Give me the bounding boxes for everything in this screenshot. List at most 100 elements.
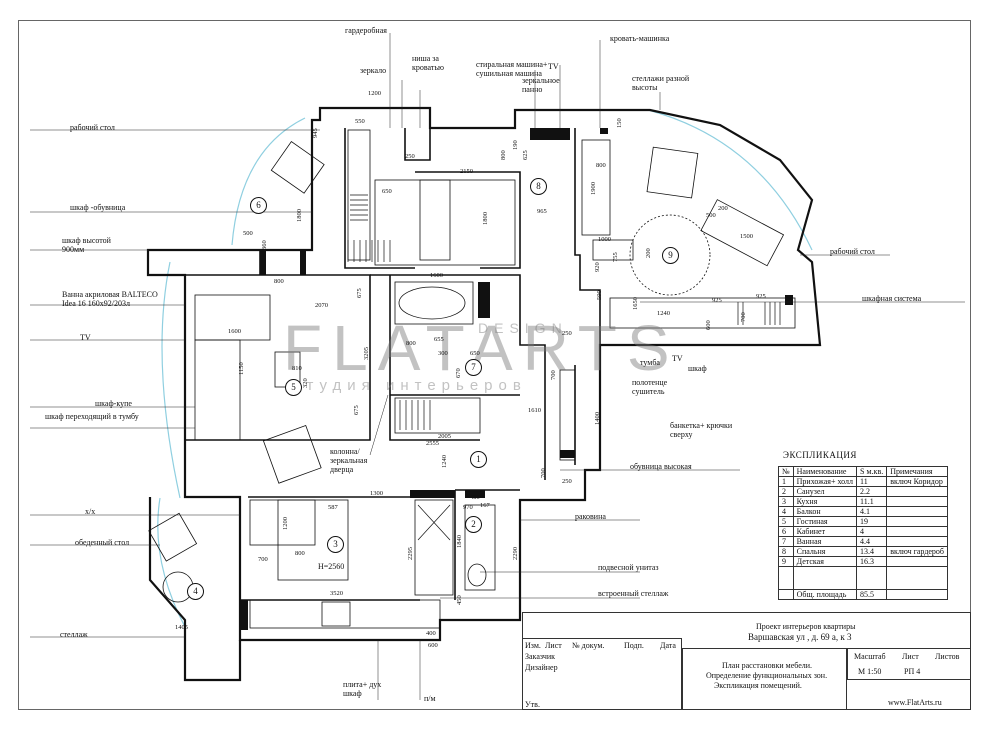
label-built-in-shelf: встроенный стеллаж: [598, 589, 669, 598]
site-url: www.FlatArts.ru: [888, 698, 942, 707]
label-dining-table: обеденный стол: [75, 538, 130, 547]
dim-650b: 650: [470, 350, 480, 357]
dim-1800a: 1800: [482, 212, 489, 225]
label-mirror-panel: зеркальное панно: [522, 76, 560, 94]
label-dishwasher: п/м: [424, 694, 436, 703]
col-date: Дата: [660, 641, 676, 650]
label-sliding-wardrobe: шкаф-купе: [95, 399, 132, 408]
dim-625: 625: [522, 150, 529, 160]
dim-810: 810: [292, 365, 302, 372]
sheets-label: Листов: [935, 652, 960, 661]
dim-2005: 2005: [438, 433, 451, 440]
dim-1800b: 1800: [296, 209, 303, 222]
cell: 11.1: [856, 496, 888, 507]
label-wardrobe-system: шкафная система: [862, 294, 922, 303]
col-doc: № докум.: [572, 641, 605, 650]
dim-800b: 800: [274, 278, 284, 285]
dim-970: 970: [463, 504, 473, 511]
dim-550: 550: [355, 118, 365, 125]
dim-3520: 3520: [330, 590, 343, 597]
dim-1200: 1200: [368, 90, 381, 97]
dim-1240b: 1240: [657, 310, 670, 317]
label-bench-hooks: банкетка+ крючки сверху: [670, 421, 733, 439]
room-number-8: 8: [530, 178, 547, 195]
dim-800c: 800: [406, 340, 416, 347]
total-value: 85.5: [856, 589, 888, 600]
label-cabinet-900: шкаф высотой 900мм: [62, 236, 111, 254]
dim-190: 190: [512, 140, 519, 150]
cell: 3: [778, 496, 794, 507]
dim-945: 945: [312, 128, 319, 138]
cell: включ Коридор: [886, 476, 949, 487]
label-work-desk-right: рабочий стол: [830, 247, 875, 256]
col-list: Лист: [545, 641, 562, 650]
dim-755: 755: [612, 252, 619, 262]
label-stove-oven: плита+ дух шкаф: [343, 680, 382, 698]
dim-925b: 925: [756, 293, 766, 300]
cell: Кухня: [792, 496, 858, 507]
room-number-1: 1: [470, 451, 487, 468]
dim-965: 965: [537, 208, 547, 215]
dim-1600b: 1600: [228, 328, 241, 335]
label-niche-behind-bed: ниша за кроватью: [412, 54, 445, 72]
dim-925a: 925: [712, 297, 722, 304]
cell: 4: [778, 506, 794, 517]
dim-1150: 1150: [238, 362, 245, 375]
room-number-3: 3: [327, 536, 344, 553]
dim-800d: 800: [295, 550, 305, 557]
dim-600: 600: [428, 642, 438, 649]
inner-walls: [185, 128, 601, 601]
cell: 4.1: [856, 506, 888, 517]
dim-1300: 1300: [370, 490, 383, 497]
dim-250b: 250: [562, 330, 572, 337]
dim-1400: 1400: [594, 412, 601, 425]
dim-655: 655: [434, 336, 444, 343]
label-car-bed: кровать-машинка: [610, 34, 670, 43]
label-sink: раковина: [575, 512, 606, 521]
dim-500a: 500: [243, 230, 253, 237]
dim-1600a: 1600: [430, 272, 443, 279]
label-tv-right: TV: [672, 354, 683, 363]
furniture: [148, 129, 796, 629]
outer-walls: [146, 106, 822, 682]
hatching: [347, 194, 781, 541]
cell: [886, 496, 949, 507]
dim-587: 587: [328, 504, 338, 511]
dim-500b: 500: [706, 212, 716, 219]
dim-450: 450: [456, 595, 463, 605]
cell: [886, 506, 949, 517]
dim-920: 920: [594, 262, 601, 272]
dim-800a: 800: [500, 150, 507, 160]
dim-200b: 200: [718, 205, 728, 212]
cell: 11: [856, 476, 888, 487]
dim-700b: 700: [550, 370, 557, 380]
room-number-2: 2: [465, 516, 482, 533]
col-sign: Подп.: [624, 641, 644, 650]
explication-title: ЭКСПЛИКАЦИЯ: [783, 450, 857, 460]
cell: [886, 516, 949, 527]
project-address: Варшавская ул , д. 69 а, к 3: [748, 632, 852, 642]
label-towel-dryer: полотенце сушитель: [632, 378, 668, 396]
header-notes: Примечания: [886, 466, 949, 477]
dim-3205: 3205: [363, 347, 370, 360]
label-height: Н=2560: [318, 562, 345, 571]
dim-167: 167: [480, 502, 490, 509]
label-xh: х/х: [85, 507, 96, 516]
dim-675b: 675: [353, 405, 360, 415]
cell: 2: [778, 486, 794, 497]
dim-2070: 2070: [315, 302, 328, 309]
label-shoe-tall: обувница высокая: [630, 462, 692, 471]
table-row: [778, 566, 949, 590]
dim-1405: 1405: [175, 624, 188, 631]
dim-1610: 1610: [528, 407, 541, 414]
drawing-sheet-frame: [18, 20, 971, 710]
title-block-scale: [847, 648, 971, 680]
dim-600b: 600: [705, 320, 712, 330]
